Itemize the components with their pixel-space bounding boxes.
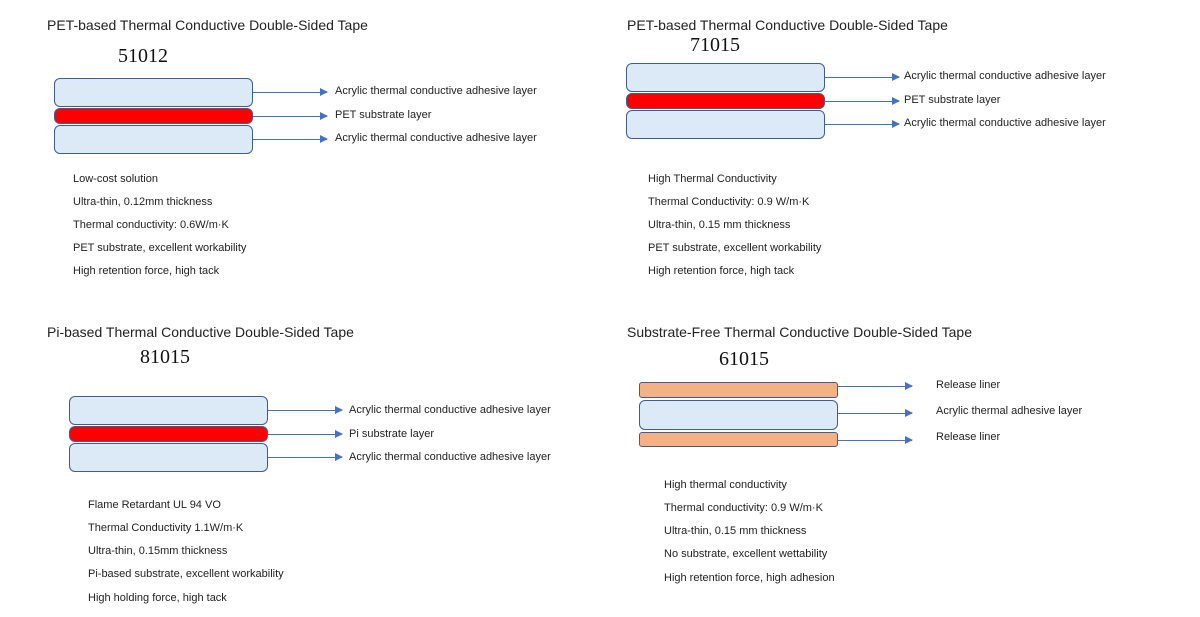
panel-4-feature-3: Ultra-thin, 0.15 mm thickness	[664, 525, 807, 537]
panel-3-feature-5: High holding force, high tack	[88, 592, 227, 604]
panel-4-label-2: Acrylic thermal adhesive layer	[936, 405, 1083, 417]
panel-4-code: 61015	[719, 348, 769, 370]
panel-1-layer-bottom-adhesive	[54, 125, 253, 154]
panel-3-feature-1: Flame Retardant UL 94 VO	[88, 499, 221, 511]
panel-1-label-1: Acrylic thermal conductive adhesive laye…	[335, 85, 537, 97]
panel-1-feature-2: Ultra-thin, 0.12mm thickness	[73, 196, 213, 208]
panel-2-feature-2: Thermal Conductivity: 0.9 W/m·K	[648, 196, 810, 208]
panel-4-layer-bottom-liner	[639, 432, 838, 447]
panel-1-feature-5: High retention force, high tack	[73, 265, 220, 277]
panel-2-layer-substrate	[626, 93, 825, 109]
panel-1-feature-3: Thermal conductivity: 0.6W/m·K	[73, 219, 229, 231]
panel-2-feature-5: High retention force, high tack	[648, 265, 795, 277]
panel-1-title: PET-based Thermal Conductive Double-Side…	[47, 17, 368, 33]
panel-4-arrow-2	[838, 409, 913, 417]
panel-4-layer-top-liner	[639, 382, 838, 398]
panel-3-code: 81015	[140, 346, 190, 368]
panel-2-label-2: PET substrate layer	[904, 94, 1001, 106]
panel-1-layer-substrate	[54, 108, 253, 124]
panel-4-title: Substrate-Free Thermal Conductive Double…	[627, 324, 973, 340]
panel-2-layer-bottom-adhesive	[626, 110, 825, 139]
panel-2-feature-1: High Thermal Conductivity	[648, 173, 777, 185]
panel-3-layer-substrate	[69, 426, 268, 442]
panel-2-feature-3: Ultra-thin, 0.15 mm thickness	[648, 219, 791, 231]
panel-4-feature-1: High thermal conductivity	[664, 479, 787, 491]
panel-3-arrow-1	[268, 406, 343, 414]
panel-3-layer-bottom-adhesive	[69, 443, 268, 472]
panel-3-arrow-2	[268, 430, 343, 438]
panel-1-arrow-3	[253, 135, 328, 143]
panel-2-label-3: Acrylic thermal conductive adhesive laye…	[904, 117, 1106, 129]
panel-2-arrow-1	[825, 73, 900, 81]
panel-4-label-3: Release liner	[936, 431, 1001, 443]
panel-3-feature-2: Thermal Conductivity 1.1W/m·K	[88, 522, 244, 534]
panel-4-arrow-3	[838, 436, 913, 444]
panel-3-feature-3: Ultra-thin, 0.15mm thickness	[88, 545, 228, 557]
panel-2-label-1: Acrylic thermal conductive adhesive laye…	[904, 70, 1106, 82]
panel-4-layer-adhesive	[639, 400, 838, 430]
panel-3-label-3: Acrylic thermal conductive adhesive laye…	[349, 451, 551, 463]
panel-1-layer-top-adhesive	[54, 78, 253, 107]
panel-3-feature-4: Pi-based substrate, excellent workabilit…	[88, 568, 284, 580]
panel-2-feature-4: PET substrate, excellent workability	[648, 242, 822, 254]
panel-4-feature-4: No substrate, excellent wettability	[664, 548, 828, 560]
panel-3-label-2: Pi substrate layer	[349, 428, 434, 440]
panel-2-title: PET-based Thermal Conductive Double-Side…	[627, 17, 948, 33]
panel-2-arrow-3	[825, 120, 900, 128]
panel-2-code: 71015	[690, 34, 740, 56]
panel-3-title: Pi-based Thermal Conductive Double-Sided…	[47, 324, 354, 340]
panel-1-label-3: Acrylic thermal conductive adhesive laye…	[335, 132, 537, 144]
panel-3-layer-top-adhesive	[69, 396, 268, 425]
panel-2-arrow-2	[825, 97, 900, 105]
panel-4-label-1: Release liner	[936, 379, 1001, 391]
panel-3-arrow-3	[268, 453, 343, 461]
panel-3-label-1: Acrylic thermal conductive adhesive laye…	[349, 404, 551, 416]
panel-1-feature-4: PET substrate, excellent workability	[73, 242, 247, 254]
panel-4-arrow-1	[838, 382, 913, 390]
panel-2-layer-top-adhesive	[626, 63, 825, 92]
panel-1-feature-1: Low-cost solution	[73, 173, 158, 185]
panel-1-arrow-1	[253, 88, 328, 96]
panel-1-arrow-2	[253, 112, 328, 120]
panel-1-code: 51012	[118, 45, 168, 67]
panel-4-feature-2: Thermal conductivity: 0.9 W/m·K	[664, 502, 823, 514]
panel-1-label-2: PET substrate layer	[335, 109, 432, 121]
panel-4-feature-5: High retention force, high adhesion	[664, 572, 835, 584]
